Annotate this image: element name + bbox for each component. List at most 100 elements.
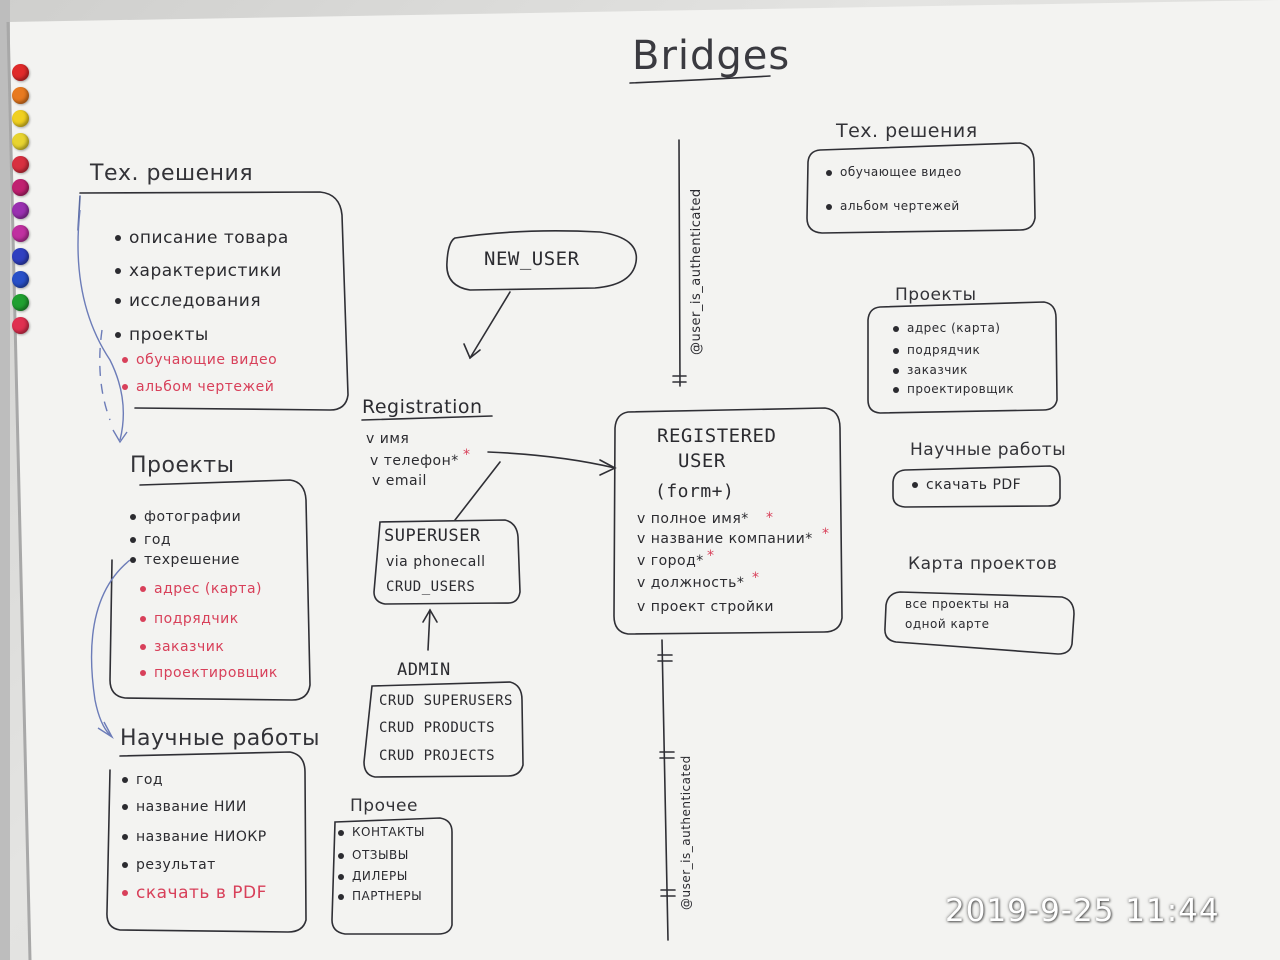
magnet-icon [12,271,29,288]
asterisk-company: * [822,526,829,542]
bullet-icon [130,514,136,520]
registered-field-2: v название компании* [637,531,813,547]
projects-right-item-1: адрес (карта) [893,322,1001,334]
tech-right-box [806,142,1036,234]
registered-title-line2: USER [678,450,726,472]
magnet-icon [12,248,29,265]
bullet-icon [893,386,899,393]
projects-left-item-1: фотографии [130,510,241,524]
projects-right-title: Проекты [895,285,977,305]
bullet-icon [912,482,918,488]
left-connector-curve [77,209,124,441]
magnet-icon [12,202,29,219]
divider-bottom-label: @user_is_authenticated [679,755,693,910]
new-user-ellipse [446,230,638,291]
magnet-icon [12,110,29,127]
check-icon: v [637,575,651,591]
tech-left-item-3: исследования [115,293,261,310]
bullet-icon [140,644,146,650]
new-user-label: NEW_USER [484,248,580,270]
registration-title: Registration [362,396,483,418]
registration-field-2: v телефон* [370,453,459,469]
map-projects-text-2: одной карте [905,617,990,631]
science-left-box [106,751,307,933]
tech-left-item-2: характеристики [115,263,282,280]
bullet-icon [140,670,146,676]
admin-line-1: CRUD SUPERUSERS [379,693,513,709]
science-left-red-item-1: скачать в PDF [122,885,267,902]
magnet-icon [12,179,29,196]
bullet-icon [338,829,344,836]
tech-left-item-4: проекты [115,327,209,344]
title-underline [629,75,771,84]
projects-left-red-item-4: проектировщик [140,666,278,680]
divider-line-top [678,139,681,387]
tech-left-red-item-2: альбом чертежей [122,380,274,394]
bullet-icon [893,367,899,374]
photo-timestamp: 2019-9-25 11:44 [945,893,1220,929]
registered-box [613,407,843,635]
bullet-icon [122,862,128,868]
bullet-icon [130,557,136,563]
bullet-icon [338,852,344,859]
page-title: Bridges [632,33,791,79]
projects-right-item-2: подрядчик [893,344,980,356]
bullet-icon [122,384,128,390]
asterisk-position: * [752,570,759,586]
arrow-registration-registered [487,451,616,469]
map-right-box [884,591,1075,655]
arrow-newuser-registration [469,291,511,359]
bullet-icon [122,804,128,810]
magnet-icon [12,87,29,104]
tech-left-red-item-1: обучающие видео [122,353,277,367]
projects-right-item-3: заказчик [893,364,968,376]
admin-title: ADMIN [397,660,451,680]
science-left-item-4: результат [122,858,216,872]
bullet-icon [122,357,128,363]
projects-right-box [867,301,1058,414]
tech-left-box [79,191,349,411]
admin-box [363,681,524,778]
superuser-box [373,519,521,605]
bullet-icon [338,873,344,880]
superuser-title: SUPERUSER [384,526,481,546]
projects-left-red-item-3: заказчик [140,640,224,654]
magnet-icon [12,133,29,150]
map-projects-text-1: все проекты на [905,597,1010,611]
projects-left-red-item-1: адрес (карта) [140,582,262,596]
asterisk-city: * [707,548,714,564]
bullet-icon [140,586,146,592]
magnet-icon [12,64,29,81]
magnet-icon [12,317,29,334]
registered-field-4: v должность* [637,575,745,591]
bullet-icon [893,325,899,332]
tech-right-item-2: альбом чертежей [826,200,960,212]
check-icon: v [372,473,386,489]
projects-left-title: Проекты [130,453,235,478]
bullet-icon [115,298,121,304]
science-left-item-3: название НИОКР [122,830,267,844]
science-right-title: Научные работы [910,440,1067,460]
magnet-icon [12,294,29,311]
projects-left-item-3: техрешение [130,553,240,567]
other-item-2: ОТЗЫВЫ [338,849,409,861]
tech-right-title: Тех. решения [836,120,978,142]
check-icon: v [370,453,384,469]
bullet-icon [140,616,146,622]
other-title: Прочее [350,796,418,816]
projects-left-item-2: год [130,533,171,547]
registered-field-5: v проект стройки [637,599,774,615]
admin-line-3: CRUD PROJECTS [379,748,496,764]
check-icon: v [637,553,651,569]
tech-left-item-1: описание товара [115,230,289,247]
check-icon: v [366,431,380,447]
admin-line-2: CRUD PRODUCTS [379,720,496,736]
bullet-icon [122,890,128,896]
asterisk-phone: * [463,447,470,463]
magnet-icon [12,225,29,242]
registered-field-3: v город* [637,553,704,569]
map-projects-title: Карта проектов [908,554,1058,574]
bullet-icon [122,834,128,840]
bullet-icon [122,777,128,783]
